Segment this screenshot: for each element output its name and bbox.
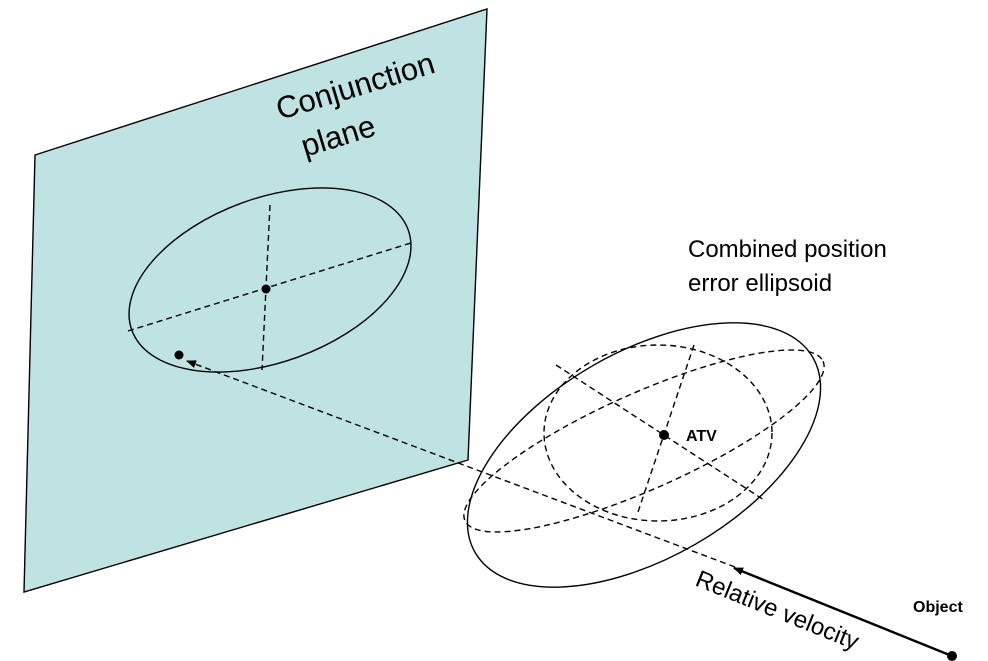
ellipsoid-label-line1: Combined position <box>688 236 887 263</box>
ellipsoid-equator <box>463 349 825 533</box>
ellipsoid-inner-circle <box>543 344 773 522</box>
ellipsoid-outline <box>466 322 822 588</box>
error-ellipsoid <box>463 322 825 588</box>
projected-center-dot <box>261 284 271 294</box>
projection-line <box>186 360 736 568</box>
relative-velocity-arrow <box>733 566 953 658</box>
atv-dot <box>659 430 669 440</box>
object-label: Object <box>913 599 963 616</box>
projected-ellipse <box>127 187 415 373</box>
projected-object-dot <box>174 350 184 360</box>
ellipsoid-label-line2: error ellipsoid <box>688 270 832 297</box>
object-dot <box>947 651 957 661</box>
atv-label: ATV <box>686 428 717 445</box>
conjunction-plane <box>23 8 488 593</box>
